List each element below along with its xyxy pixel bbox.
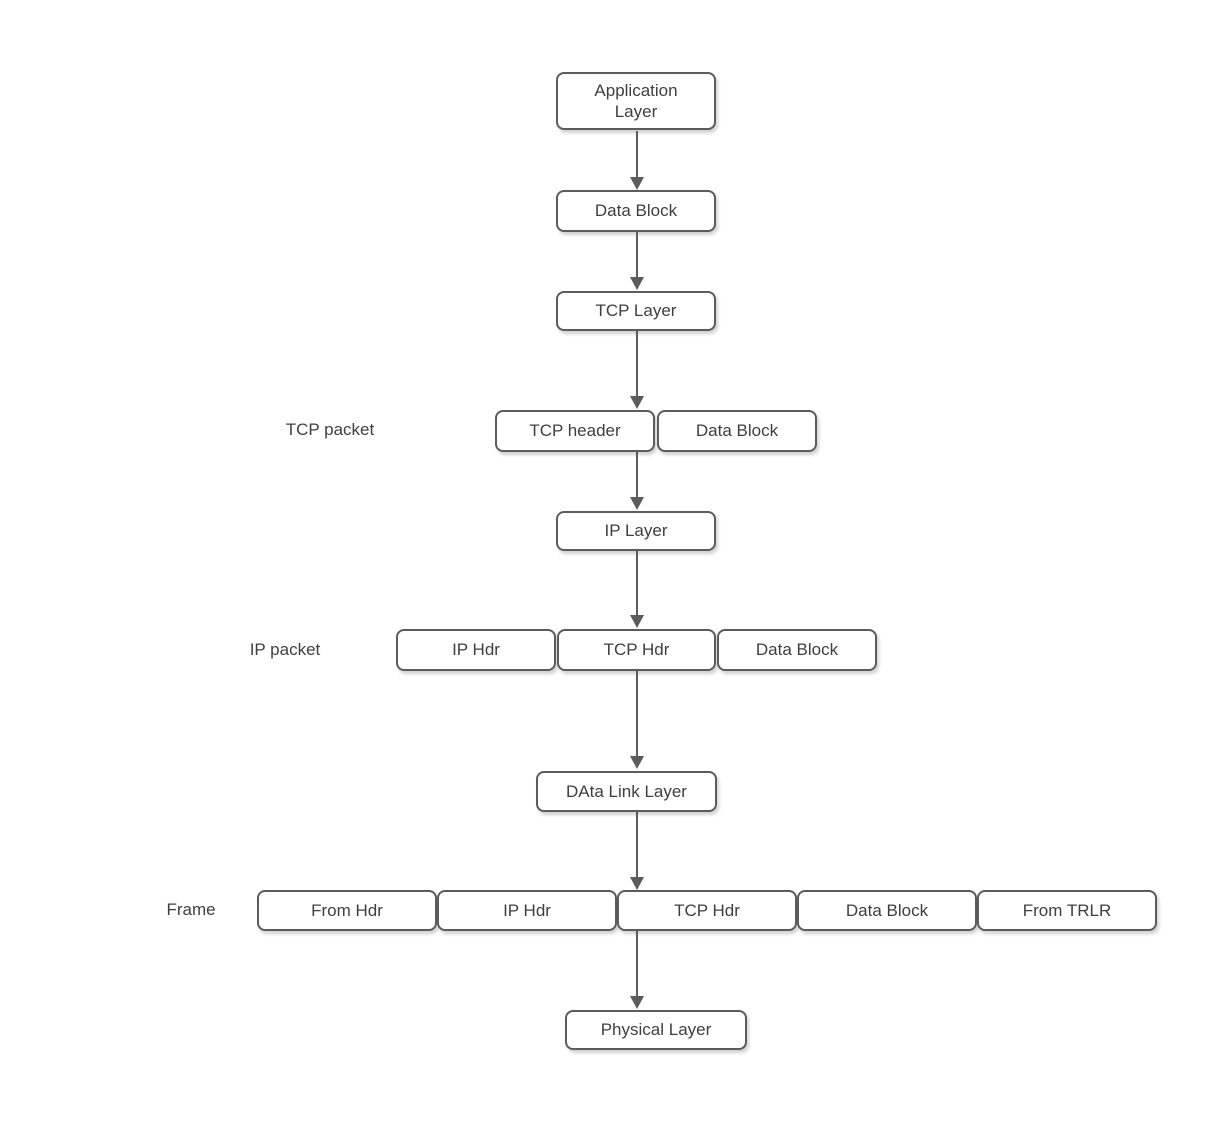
arrow-application-to-datablock [630, 131, 644, 190]
arrow-down-icon [630, 877, 644, 890]
arrow-down-icon [630, 615, 644, 628]
arrow-line [636, 131, 638, 177]
arrow-line [636, 671, 638, 756]
arrow-down-icon [630, 756, 644, 769]
node-ip-hdr-frame: IP Hdr [437, 890, 617, 931]
node-tcp-hdr-frame: TCP Hdr [617, 890, 797, 931]
arrow-down-icon [630, 497, 644, 510]
node-from-trlr: From TRLR [977, 890, 1157, 931]
node-data-link-layer: DAta Link Layer [536, 771, 717, 812]
node-tcp-hdr-ip-packet: TCP Hdr [557, 629, 716, 671]
arrow-datablock-to-tcplayer [630, 232, 644, 290]
node-ip-hdr-ip-packet: IP Hdr [396, 629, 556, 671]
node-tcp-layer: TCP Layer [556, 291, 716, 331]
arrow-line [636, 452, 638, 497]
node-application-layer: Application Layer [556, 72, 716, 130]
arrow-line [636, 551, 638, 615]
row-label-tcp-packet: TCP packet [285, 420, 375, 439]
node-tcp-header: TCP header [495, 410, 655, 452]
arrow-down-icon [630, 996, 644, 1009]
row-label-ip-packet: IP packet [249, 640, 321, 659]
node-data-block-frame: Data Block [797, 890, 977, 931]
arrow-down-icon [630, 177, 644, 190]
arrow-tcppacket-to-iplayer [630, 452, 644, 510]
arrow-line [636, 931, 638, 996]
arrow-line [636, 812, 638, 877]
row-label-frame: Frame [166, 900, 216, 919]
node-data-block-tcp-packet: Data Block [657, 410, 817, 452]
arrow-iplayer-to-ippacket [630, 551, 644, 628]
node-from-hdr: From Hdr [257, 890, 437, 931]
node-ip-layer: IP Layer [556, 511, 716, 551]
arrow-frame-to-physical [630, 931, 644, 1009]
arrow-datalink-to-frame [630, 812, 644, 890]
arrow-down-icon [630, 396, 644, 409]
arrow-down-icon [630, 277, 644, 290]
node-physical-layer: Physical Layer [565, 1010, 747, 1050]
arrow-tcplayer-to-tcppacket [630, 331, 644, 409]
arrow-ippacket-to-datalink [630, 671, 644, 769]
arrow-line [636, 232, 638, 277]
node-data-block-application: Data Block [556, 190, 716, 232]
arrow-line [636, 331, 638, 396]
node-data-block-ip-packet: Data Block [717, 629, 877, 671]
